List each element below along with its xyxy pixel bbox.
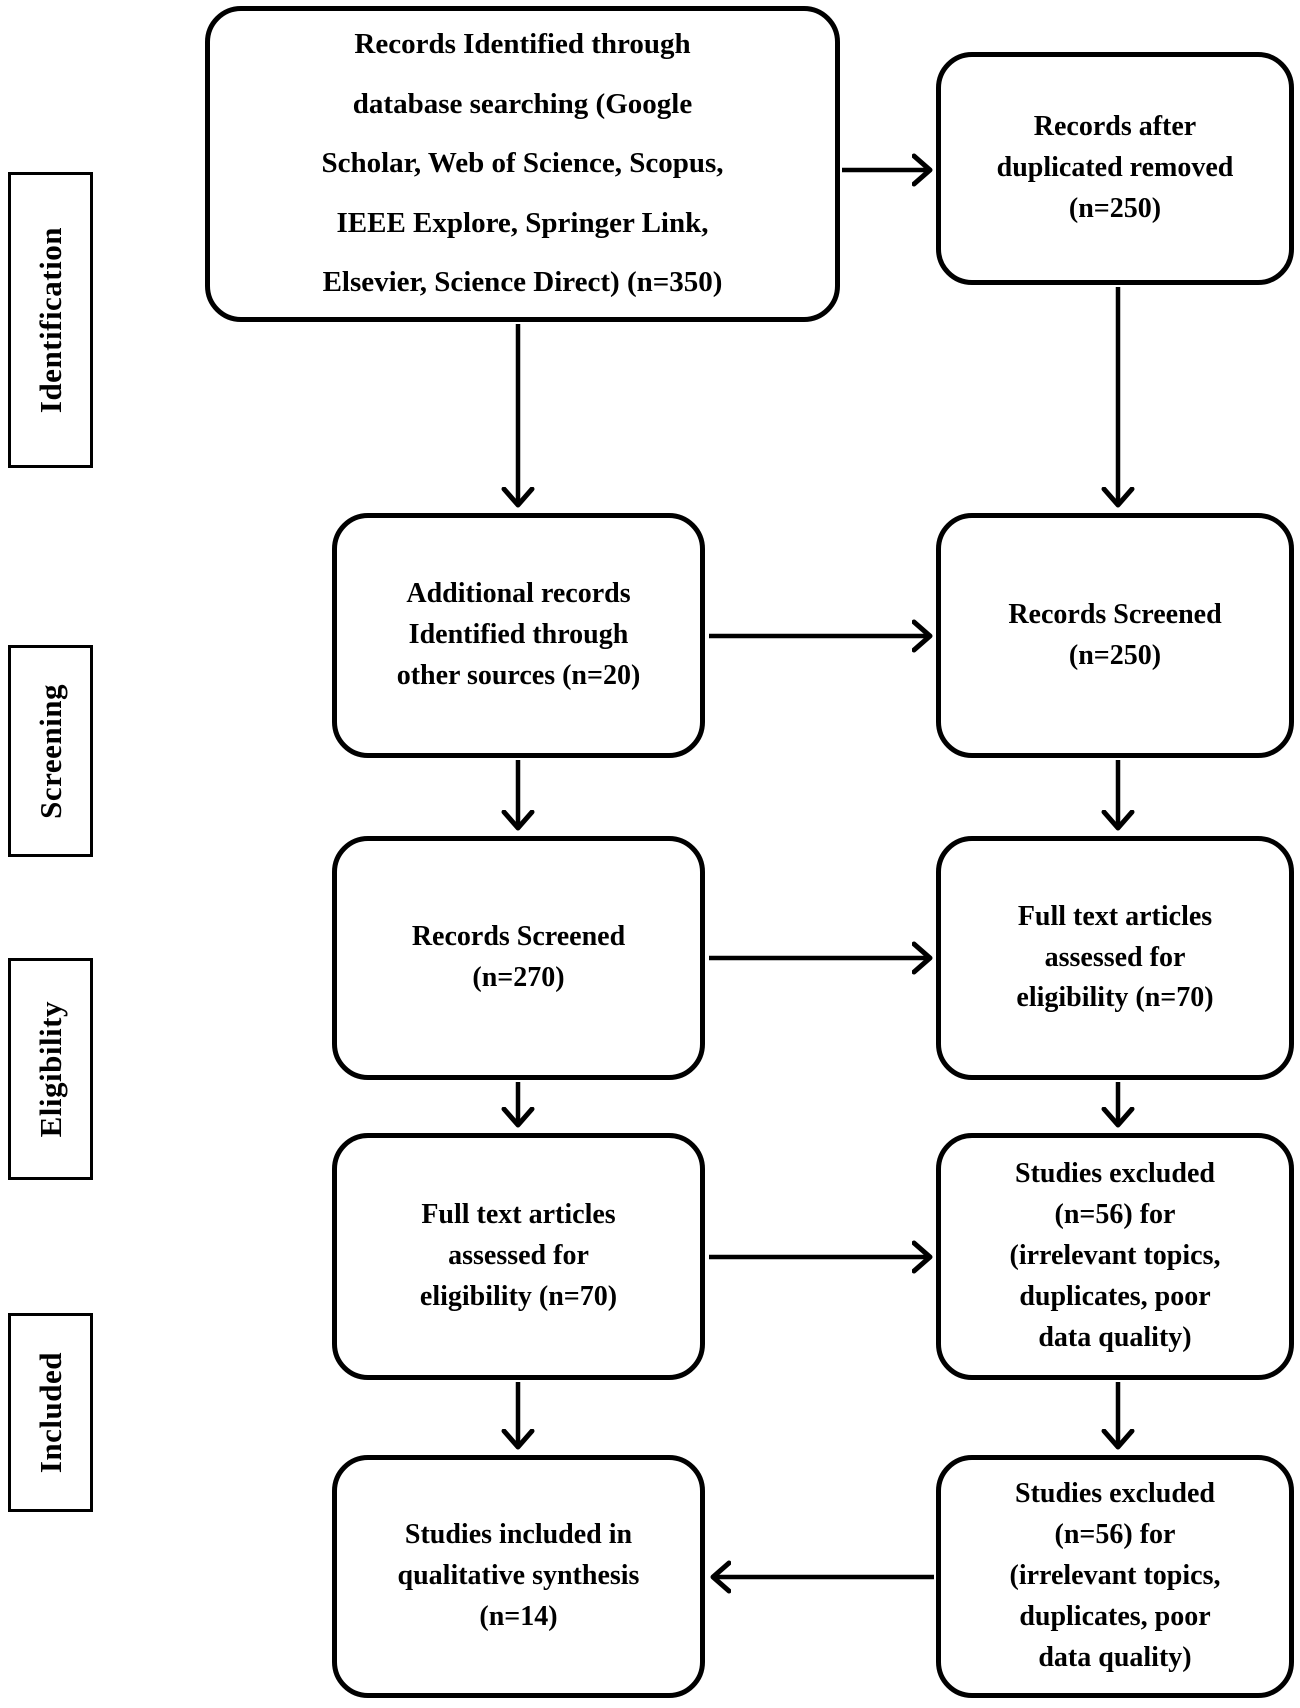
box-full-text-assessed-right-text: Full text articles assessed for eligibil… bbox=[1016, 900, 1214, 1014]
stage-label-included-text: Included bbox=[32, 1351, 68, 1474]
stage-label-eligibility-text: Eligibility bbox=[32, 1000, 68, 1138]
box-records-identified-text: Records Identified through database sear… bbox=[321, 28, 724, 299]
stage-label-included: Included bbox=[8, 1313, 93, 1512]
box-records-screened-270: Records Screened (n=270) bbox=[332, 836, 705, 1080]
stage-label-screening-text: Screening bbox=[32, 683, 68, 819]
box-records-after-duplicates-text: Records after duplicated removed (n=250) bbox=[996, 111, 1234, 224]
stage-label-identification: Identification bbox=[8, 172, 93, 468]
box-records-screened-250-text: Records Screened (n=250) bbox=[1008, 598, 1222, 671]
box-records-screened-250: Records Screened (n=250) bbox=[936, 513, 1294, 758]
box-studies-excluded-lower: Studies excluded (n=56) for (irrelevant … bbox=[936, 1455, 1294, 1698]
box-studies-included: Studies included in qualitative synthesi… bbox=[332, 1455, 705, 1698]
box-studies-excluded-upper: Studies excluded (n=56) for (irrelevant … bbox=[936, 1133, 1294, 1380]
stage-label-screening: Screening bbox=[8, 645, 93, 857]
box-full-text-assessed-left-text: Full text articles assessed for eligibil… bbox=[419, 1199, 618, 1312]
box-additional-records-text: Additional records Identified through ot… bbox=[396, 578, 641, 691]
stage-label-identification-text: Identification bbox=[32, 226, 68, 414]
box-studies-excluded-upper-text: Studies excluded (n=56) for (irrelevant … bbox=[1009, 1158, 1221, 1353]
box-records-identified: Records Identified through database sear… bbox=[205, 6, 840, 322]
box-records-screened-270-text: Records Screened (n=270) bbox=[411, 921, 626, 993]
box-full-text-assessed-right: Full text articles assessed for eligibil… bbox=[936, 836, 1294, 1080]
box-studies-excluded-lower-text: Studies excluded (n=56) for (irrelevant … bbox=[1009, 1478, 1221, 1673]
stage-label-eligibility: Eligibility bbox=[8, 958, 93, 1180]
box-full-text-assessed-left: Full text articles assessed for eligibil… bbox=[332, 1133, 705, 1380]
box-additional-records: Additional records Identified through ot… bbox=[332, 513, 705, 758]
box-records-after-duplicates: Records after duplicated removed (n=250) bbox=[936, 52, 1294, 285]
box-studies-included-text: Studies included in qualitative synthesi… bbox=[397, 1519, 640, 1632]
